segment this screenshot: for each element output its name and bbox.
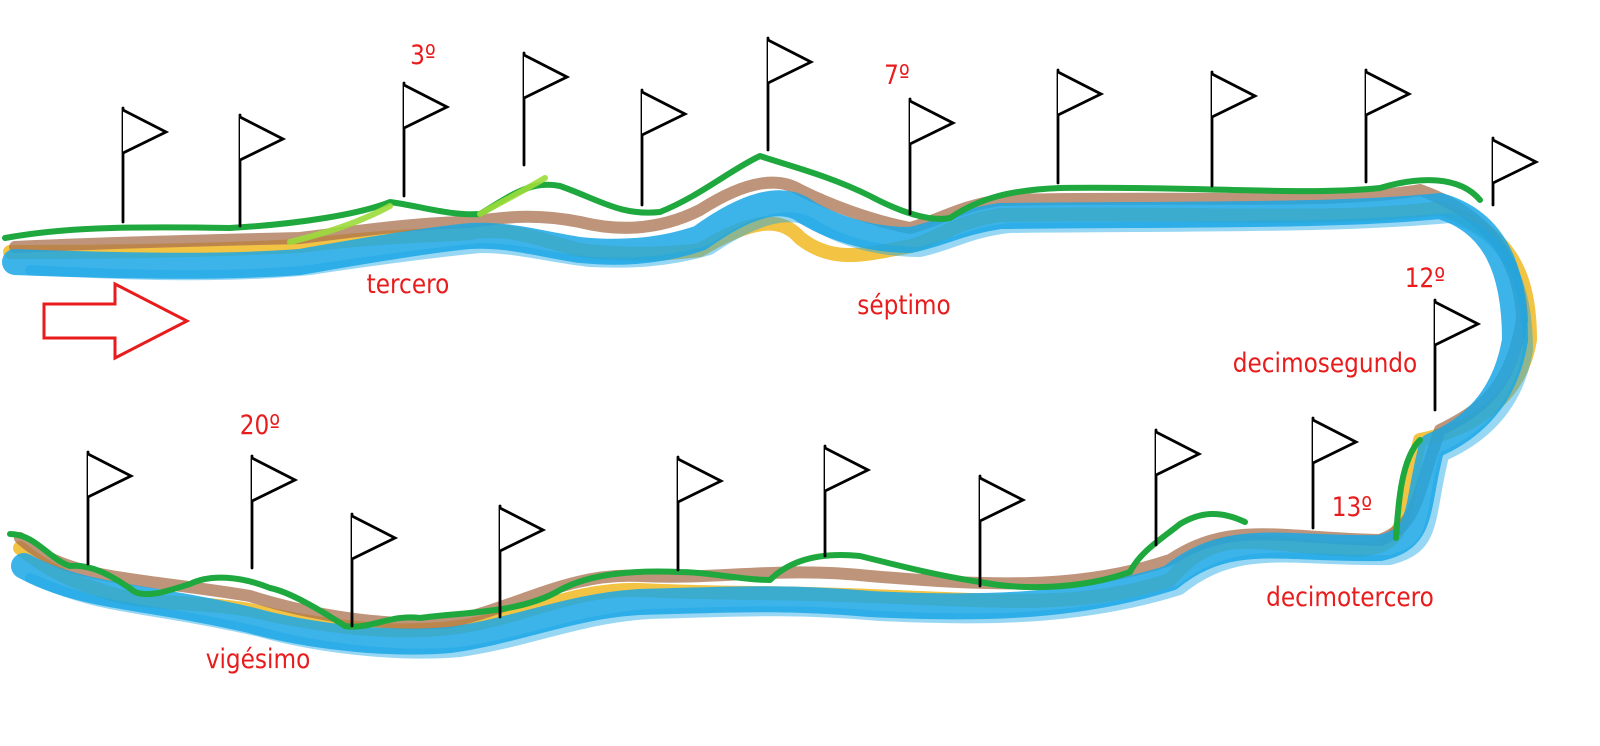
direction-arrow [42,281,191,361]
flag-cloth [1365,70,1413,117]
label-seventh-ordinal: 7º [884,59,910,90]
flag-cloth [1155,430,1203,477]
flag-cloth [1057,70,1105,117]
flag-cloth [499,506,547,553]
label-twentieth-ordinal: 20º [240,409,280,440]
flag-icon [1364,68,1413,184]
flag-cloth [1492,138,1540,185]
flag-cloth [677,457,725,504]
label-thirteenth-ordinal: 13º [1332,491,1372,522]
flag-icon [1433,298,1482,412]
flag-icon [1491,136,1540,207]
flag-icon [978,474,1027,588]
flag-cloth [122,108,170,155]
river-light-grass [287,203,393,245]
flag-cloth [1434,300,1482,347]
flag-icon [1056,68,1105,185]
river-grass-bank [2,153,1483,241]
flag-cloth [1211,72,1259,119]
river [2,153,1537,659]
flag-icon [1311,416,1360,530]
flag-icon [350,512,399,628]
label-third-word: tercero [367,268,450,299]
flag-icon [121,106,170,224]
flag-icon [86,450,135,566]
flag-cloth [1312,418,1360,465]
flag-cloth [351,514,399,561]
label-twelfth-ordinal: 12º [1405,262,1445,293]
flag-cloth [87,452,135,499]
flag-icon [823,444,872,558]
flag-icon [238,113,287,228]
label-twentieth-word: vigésimo [206,643,311,674]
flag-cloth [251,456,299,503]
flag-cloth [523,53,571,100]
river-light-grass-2 [477,175,548,217]
river-water-highlight [25,212,1533,659]
river-grass-bank-right [1393,437,1423,541]
flag-cloth [403,83,451,130]
label-seventh-word: séptimo [857,289,950,320]
flag-cloth [767,38,815,85]
river-water [2,190,1528,655]
flag-cloth [979,476,1027,523]
arrow-right-icon [42,281,191,361]
flag-cloth [641,90,689,137]
flag-icon [640,88,689,207]
flag-icon [766,36,815,152]
flag-icon [402,81,451,198]
labels: 3º tercero 7º séptimo 12º decimosegundo … [206,39,1446,674]
flag-icon [908,97,957,216]
label-third-ordinal: 3º [410,39,436,70]
label-twelfth-word: decimosegundo [1233,347,1418,378]
label-thirteenth-word: decimotercero [1266,581,1434,612]
flag-cloth [909,99,957,146]
flag-icon [676,455,725,572]
flag-icon [1154,428,1203,547]
flag-icon [498,504,547,619]
flag-icon [250,454,299,570]
flag-cloth [824,446,872,493]
river-grass-bank-bottom [7,510,1248,630]
flag-cloth [239,115,287,162]
flags [86,36,1540,628]
flag-icon [522,51,571,167]
flag-icon [1210,70,1259,188]
